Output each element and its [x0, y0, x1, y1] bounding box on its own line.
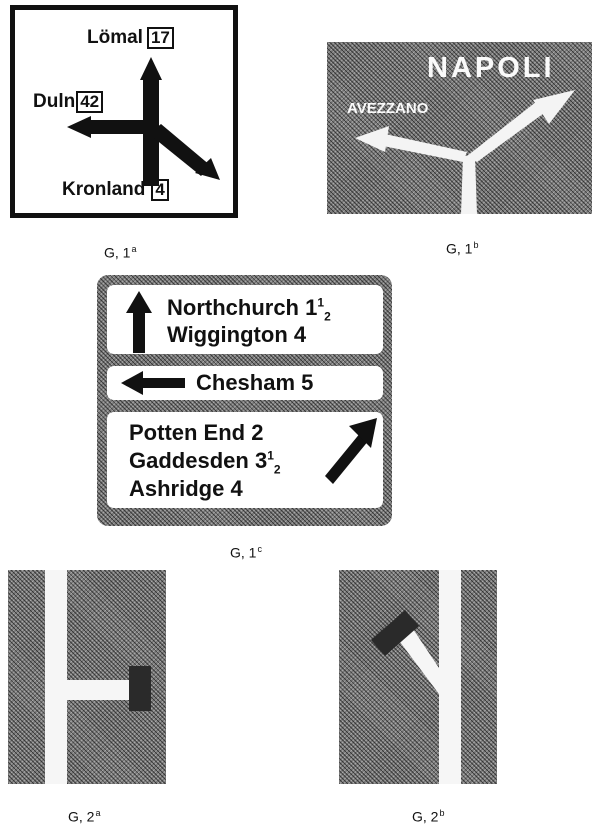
- panel-north-line2: Wiggington 4: [167, 322, 307, 347]
- side-road-stop: [371, 610, 419, 656]
- caption-g2b: G, 2b: [412, 808, 444, 825]
- dest-bottom-dist: 4: [151, 179, 169, 201]
- side-road: [67, 680, 129, 700]
- diagonal-arm: [149, 124, 211, 176]
- caption-g2b-base: G, 2: [412, 808, 439, 825]
- dest-avezzano: AVEZZANO: [347, 100, 429, 117]
- caption-g2a: G, 2a: [68, 808, 100, 825]
- line1-num: 1: [317, 295, 325, 310]
- line1-place: Northchurch: [167, 295, 299, 320]
- panel-north-line1: Northchurch 112: [167, 295, 331, 323]
- caption-g1b-sup: b: [473, 240, 479, 250]
- caption-g1b-base: G, 1: [446, 240, 473, 257]
- side-road-diagonal: [397, 626, 439, 694]
- dest-napoli: NAPOLI: [427, 52, 555, 84]
- line1-dist-whole: 1: [305, 295, 318, 320]
- sign-g2a-junction: [45, 570, 151, 784]
- caption-g1c: G, 1c: [230, 544, 262, 561]
- sign-g1b: NAPOLI AVEZZANO: [327, 42, 592, 214]
- main-road: [45, 570, 67, 784]
- sign-g2b-junction: [371, 570, 461, 784]
- panel-northeast: Potten End 2 Gaddesden 312 Ashridge 4: [107, 412, 383, 508]
- sign-g2b: [339, 570, 497, 784]
- left-arrow-icon: [121, 371, 185, 395]
- caption-g1c-sup: c: [257, 544, 262, 554]
- dest-top-dist: 17: [146, 27, 174, 49]
- caption-g1a: G, 1a: [104, 244, 136, 261]
- line1-den: 2: [324, 309, 331, 324]
- caption-g2a-sup: a: [95, 808, 101, 818]
- left-arrowhead: [67, 116, 91, 138]
- panel-west-line: Chesham 5: [196, 370, 314, 395]
- up-arrowhead: [140, 57, 162, 80]
- panel-ne-line3: Ashridge 4: [129, 476, 243, 501]
- sign-g2a: [8, 570, 166, 784]
- side-road-stop: [129, 666, 151, 711]
- dest-top-name: Lömal: [87, 27, 143, 48]
- sign-g1c: Northchurch 112 Wiggington 4 Chesham 5 P…: [97, 275, 392, 526]
- panel-ne-line1: Potten End 2: [129, 420, 264, 445]
- sign-g1b-arrows: [355, 90, 575, 214]
- up-arrow-icon: [126, 291, 152, 353]
- line2-place: Gaddesden: [129, 448, 249, 473]
- dest-left-dist: 42: [76, 91, 104, 113]
- dest-bottom-name: Kronland: [62, 179, 146, 200]
- dest-left-name: Duln: [33, 91, 76, 112]
- main-road: [439, 570, 461, 784]
- fork-left-arrowhead: [355, 126, 389, 152]
- sign-g1a-arrows: [67, 57, 220, 186]
- fork-left-branch: [383, 134, 467, 162]
- panel-north: Northchurch 112 Wiggington 4: [107, 285, 383, 354]
- caption-g2a-base: G, 2: [68, 808, 95, 825]
- caption-g1c-base: G, 1: [230, 544, 257, 561]
- caption-g1a-base: G, 1: [104, 244, 131, 261]
- caption-g1b: G, 1b: [446, 240, 478, 257]
- diagonal-arrowhead: [195, 158, 220, 180]
- fork-right-branch: [467, 98, 551, 162]
- line2-num: 1: [267, 448, 274, 463]
- panel-west: Chesham 5: [107, 366, 383, 400]
- left-arm: [89, 120, 159, 134]
- fork-right-arrowhead: [533, 90, 575, 124]
- caption-g1a-sup: a: [131, 244, 137, 254]
- line2-den: 2: [273, 462, 281, 477]
- fork-stem: [461, 156, 477, 214]
- caption-g2b-sup: b: [439, 808, 445, 818]
- up-right-arrow-icon: [325, 418, 377, 484]
- panel-ne-line2: Gaddesden 312: [129, 448, 281, 476]
- line2-dist-whole: 3: [254, 448, 268, 473]
